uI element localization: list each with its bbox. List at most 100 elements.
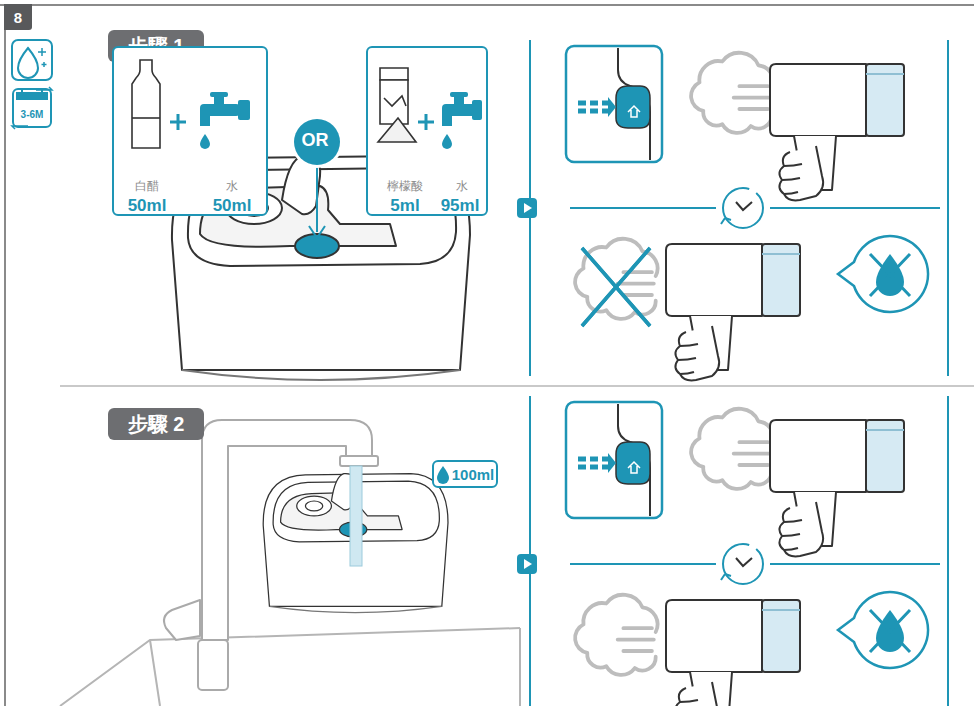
descale-icon [12, 40, 52, 80]
no-water-callout [838, 236, 928, 312]
node-text: 白醋 [135, 178, 159, 195]
next-step-icon [517, 198, 537, 218]
drawing-path [721, 574, 731, 580]
drawing-g [132, 60, 160, 148]
drawing-line [866, 73, 904, 75]
drawing-path [770, 64, 866, 136]
drawing-svg [368, 48, 490, 218]
node-text: OR [302, 130, 329, 151]
drawing-g [200, 92, 250, 149]
water-stream [350, 466, 362, 566]
steam-cloud [575, 239, 657, 319]
drawing-path [150, 640, 160, 706]
drawing-rect [454, 96, 464, 106]
drawing-path [666, 600, 762, 672]
drawing-rect [566, 402, 662, 518]
steam-cloud [691, 53, 773, 133]
drawing-path [170, 114, 186, 130]
drawing-path [269, 606, 441, 612]
frame-line [4, 5, 6, 706]
label-box: 100ml [432, 460, 498, 488]
drawing-path [188, 168, 456, 266]
drawing-path [519, 628, 521, 706]
divider [770, 207, 940, 209]
label-box: 檸檬酸水5ml95ml [366, 46, 488, 216]
drawing-path [691, 409, 773, 489]
drawing-path [675, 682, 719, 706]
divider [947, 396, 949, 706]
drawing-path [442, 110, 452, 126]
drawing-path [618, 272, 654, 295]
drawing-rect [566, 46, 662, 162]
drawing-path [418, 114, 434, 130]
drawing-rect [450, 92, 468, 97]
drawing-path [164, 600, 200, 640]
drawing-path [616, 86, 650, 128]
pour-arrow-head [309, 226, 325, 238]
drawing-circle [723, 544, 763, 584]
hair-dryer [770, 420, 904, 556]
drawing-line [762, 253, 800, 255]
drawing-path [736, 202, 752, 210]
button-inset [566, 402, 662, 518]
drawing-path [666, 244, 762, 316]
pour-arrow [316, 160, 318, 232]
drawing-path [628, 462, 640, 473]
drawing-rect [12, 40, 52, 80]
node-text: 8 [14, 9, 22, 26]
drawing-ellipse [305, 501, 322, 511]
drawing-rect [214, 96, 224, 106]
cross-mark [582, 248, 650, 326]
drawing-path [618, 628, 654, 651]
hair-dryer [666, 244, 800, 380]
drawing-path [770, 420, 866, 492]
button-inset [566, 46, 662, 162]
drawing-path [782, 164, 802, 194]
drawing-rect [762, 600, 800, 672]
drawing-path [18, 48, 38, 78]
drawing-rect [198, 640, 228, 690]
drawing-path [442, 134, 452, 149]
divider [529, 396, 531, 706]
drawing-path [838, 236, 928, 312]
drawing-path [734, 86, 770, 109]
drawing-path [691, 53, 773, 133]
no-water-callout [838, 592, 928, 668]
drawing-path [384, 96, 406, 106]
drawing-path [675, 326, 719, 380]
drawing-path [870, 610, 910, 652]
timer-icon [721, 544, 763, 584]
drawing-path [608, 97, 616, 117]
label-box: 3-6M [12, 88, 52, 128]
step-tag: 步驟 2 [108, 408, 204, 440]
drawing-path [22, 88, 42, 94]
cross-mark [582, 248, 650, 326]
drawing-path [779, 146, 823, 200]
drawing-g [378, 68, 416, 142]
label-box: 白醋水50ml50ml [112, 46, 268, 216]
node-text: 50ml [213, 196, 252, 216]
drawing-line [762, 609, 800, 611]
drawing-rect [517, 554, 537, 574]
drawing-path [200, 134, 210, 149]
drawing-path [380, 68, 408, 80]
drawing-path [60, 628, 520, 706]
divider [570, 563, 716, 565]
drawing-g [442, 92, 482, 149]
timer-icon [721, 188, 763, 228]
drawing-path [608, 453, 616, 473]
frame-line [0, 4, 974, 6]
steam-cloud [691, 409, 773, 489]
drawing-path [132, 117, 160, 119]
node-text: 5ml [390, 196, 419, 216]
drawing-rect [16, 92, 48, 100]
drawing-rect [472, 100, 482, 120]
drawing-rect [517, 198, 537, 218]
drawing-path [870, 254, 910, 296]
drawing-path [578, 459, 608, 467]
drawing-ellipse [297, 496, 332, 516]
drawing-path [182, 370, 460, 380]
divider [570, 207, 716, 209]
node-text: 水 [226, 178, 238, 195]
drawing-path [721, 218, 731, 224]
